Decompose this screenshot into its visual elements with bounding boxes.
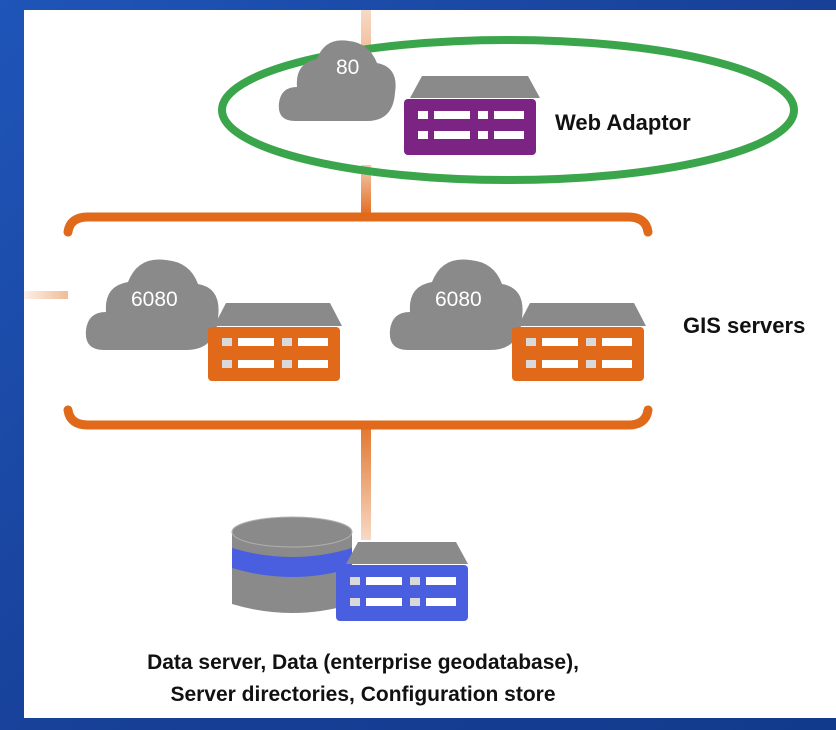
cloud-icon xyxy=(389,259,523,350)
cloud-icon xyxy=(85,259,219,350)
data-server-caption-line2: Server directories, Configuration store xyxy=(170,683,555,706)
connector-left xyxy=(24,291,68,299)
web-adaptor-highlight-ellipse xyxy=(218,36,798,184)
database-icon xyxy=(231,516,353,613)
gis-server-2-port: 6080 xyxy=(435,288,482,311)
server-icon xyxy=(208,303,342,381)
gis-servers-group-bracket xyxy=(63,212,653,430)
cloud-icon xyxy=(278,40,396,121)
server-icon xyxy=(404,76,540,155)
gis-server-1-port: 6080 xyxy=(131,288,178,311)
server-icon xyxy=(336,542,468,621)
web-adaptor-port: 80 xyxy=(336,56,359,79)
web-adaptor-label: Web Adaptor xyxy=(555,110,691,135)
connector-gis-to-data xyxy=(361,428,371,540)
connector-webadaptor-to-gis xyxy=(361,165,371,217)
data-server-caption-line1: Data server, Data (enterprise geodatabas… xyxy=(147,651,579,674)
server-icon xyxy=(512,303,646,381)
gis-servers-label: GIS servers xyxy=(683,313,805,338)
